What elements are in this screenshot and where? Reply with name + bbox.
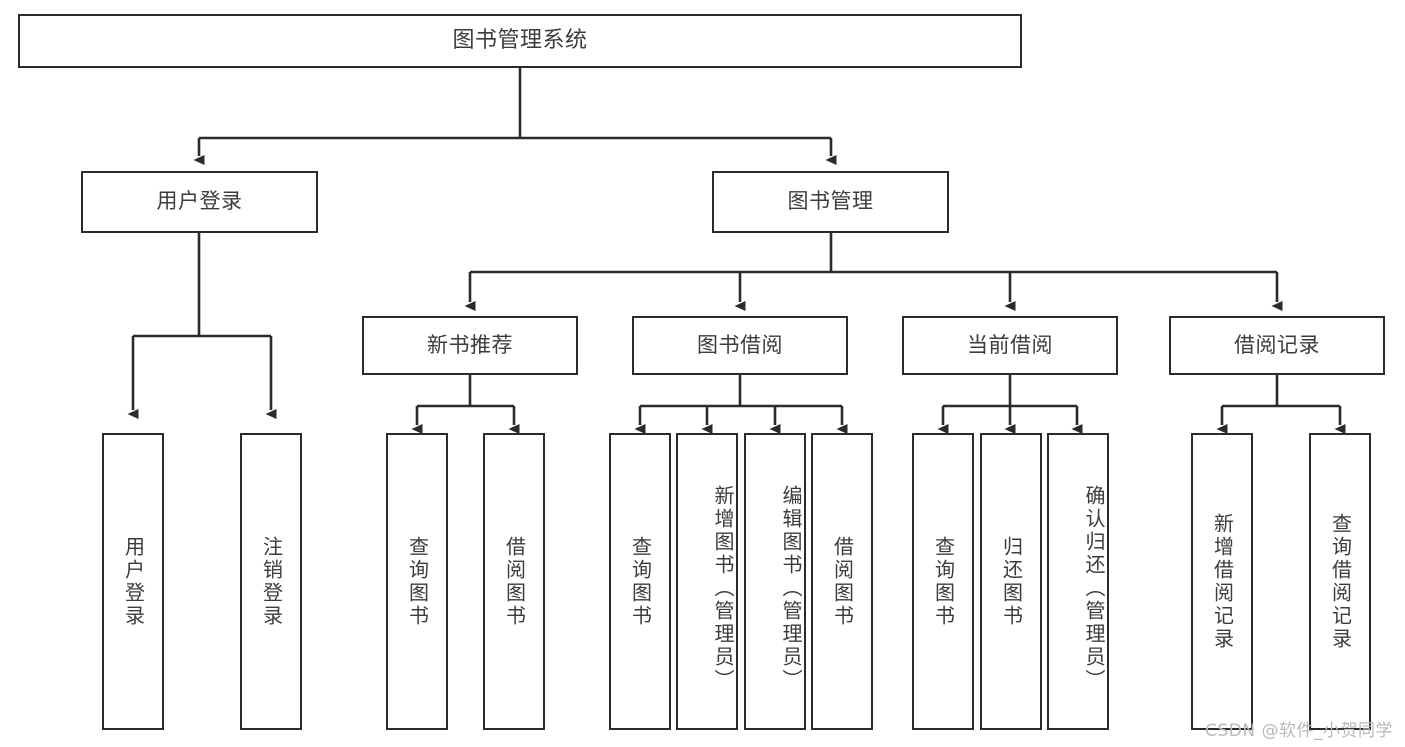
node-label: 当前借阅: [967, 332, 1053, 357]
node-root-system[interactable]: 图书管理系统: [18, 14, 1022, 68]
node-label: 新书推荐: [427, 332, 513, 357]
node-label: 查询图书: [931, 535, 956, 628]
node-leaf-user-login[interactable]: 用户登录: [102, 433, 164, 730]
node-label: 图书管理系统: [452, 27, 588, 53]
node-label: 借阅图书: [502, 535, 527, 628]
node-current-borrow[interactable]: 当前借阅: [902, 316, 1118, 375]
node-label: 借阅图书: [830, 535, 855, 628]
node-book-borrow[interactable]: 图书借阅: [632, 316, 848, 375]
node-user-login[interactable]: 用户登录: [81, 171, 318, 233]
node-leaf-query-book-3[interactable]: 查询图书: [912, 433, 974, 730]
node-leaf-query-book-1[interactable]: 查询图书: [386, 433, 448, 730]
node-leaf-query-book-2[interactable]: 查询图书: [609, 433, 671, 730]
node-label: 图书管理: [787, 189, 874, 214]
node-label: 用户登录: [121, 535, 146, 628]
node-leaf-edit-book[interactable]: 编辑图书（管理员）: [744, 433, 806, 730]
node-leaf-query-record[interactable]: 查询借阅记录: [1309, 433, 1371, 730]
node-label: 注销登录: [259, 535, 284, 628]
node-leaf-user-logout[interactable]: 注销登录: [240, 433, 302, 730]
node-label: 新增图书（管理员）: [711, 485, 735, 692]
node-label: 归还图书: [999, 535, 1024, 628]
node-leaf-return-book[interactable]: 归还图书: [980, 433, 1042, 730]
node-leaf-borrow-book-2[interactable]: 借阅图书: [811, 433, 873, 730]
node-label: 新增借阅记录: [1210, 512, 1235, 651]
node-leaf-borrow-book-1[interactable]: 借阅图书: [483, 433, 545, 730]
node-label: 查询图书: [405, 535, 430, 628]
node-label: 查询图书: [628, 535, 653, 628]
node-label: 确认归还（管理员）: [1082, 485, 1106, 692]
node-borrow-record[interactable]: 借阅记录: [1169, 316, 1385, 375]
node-label: 借阅记录: [1234, 332, 1320, 357]
node-leaf-add-record[interactable]: 新增借阅记录: [1191, 433, 1253, 730]
node-new-book-recommend[interactable]: 新书推荐: [362, 316, 578, 375]
node-book-management[interactable]: 图书管理: [712, 171, 949, 233]
node-label: 图书借阅: [697, 332, 783, 357]
node-label: 编辑图书（管理员）: [779, 485, 803, 692]
node-leaf-add-book[interactable]: 新增图书（管理员）: [676, 433, 738, 730]
node-label: 查询借阅记录: [1328, 512, 1353, 651]
csdn-watermark: CSDN @软件_小贺同学: [1205, 721, 1393, 741]
node-leaf-confirm-return[interactable]: 确认归还（管理员）: [1047, 433, 1109, 730]
node-label: 用户登录: [156, 189, 243, 214]
